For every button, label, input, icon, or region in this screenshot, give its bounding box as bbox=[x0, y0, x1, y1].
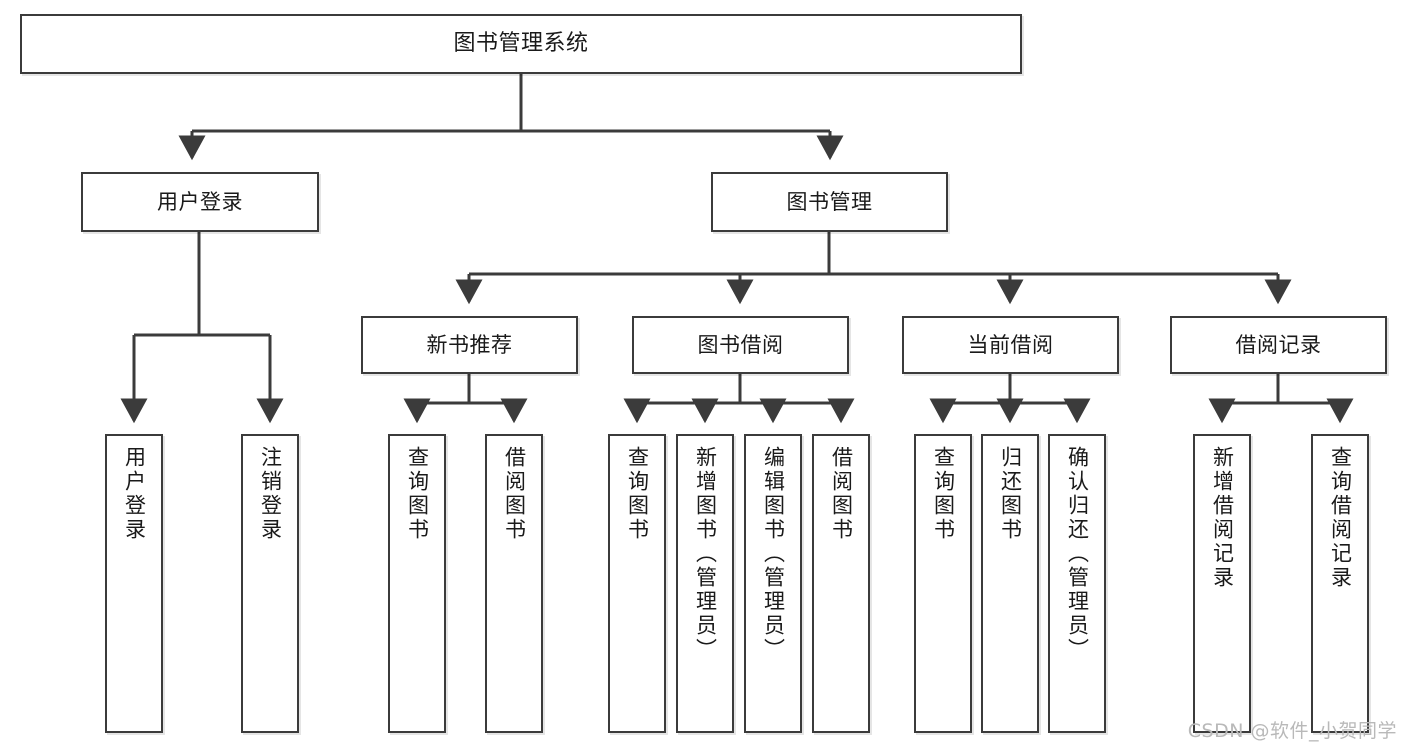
node-borrow-record[interactable]: 借阅记录 bbox=[1170, 316, 1387, 374]
leaf-new-book-borrow[interactable]: 借阅图书 bbox=[485, 434, 543, 733]
node-label: 图书管理系统 bbox=[453, 31, 589, 57]
leaf-current-borrow-query[interactable]: 查询图书 bbox=[914, 434, 972, 733]
node-label: 查询图书 bbox=[931, 446, 956, 542]
leaf-borrow-record-query[interactable]: 查询借阅记录 bbox=[1311, 434, 1369, 733]
leaf-borrow-record-add[interactable]: 新增借阅记录 bbox=[1193, 434, 1251, 733]
leaf-book-borrow-query[interactable]: 查询图书 bbox=[608, 434, 666, 733]
leaf-book-borrow-edit[interactable]: 编辑图书（管理员） bbox=[744, 434, 802, 733]
node-label: 借阅图书 bbox=[502, 446, 527, 542]
node-book-management[interactable]: 图书管理 bbox=[711, 172, 948, 232]
node-label: 借阅图书 bbox=[829, 446, 854, 542]
leaf-current-borrow-confirm-return[interactable]: 确认归还（管理员） bbox=[1048, 434, 1106, 733]
node-root-system[interactable]: 图书管理系统 bbox=[20, 14, 1022, 74]
node-label: 确认归还（管理员） bbox=[1065, 446, 1090, 662]
node-current-borrow[interactable]: 当前借阅 bbox=[902, 316, 1119, 374]
watermark: CSDN @软件_小贺同学 bbox=[1187, 720, 1397, 742]
leaf-new-book-query[interactable]: 查询图书 bbox=[388, 434, 446, 733]
leaf-user-login-logout[interactable]: 注销登录 bbox=[241, 434, 299, 733]
node-new-book-recommend[interactable]: 新书推荐 bbox=[361, 316, 578, 374]
node-label: 查询借阅记录 bbox=[1328, 446, 1353, 590]
node-label: 查询图书 bbox=[625, 446, 650, 542]
node-label: 新增图书（管理员） bbox=[693, 446, 718, 662]
node-user-login[interactable]: 用户登录 bbox=[81, 172, 319, 232]
node-label: 借阅记录 bbox=[1235, 332, 1322, 357]
node-label: 归还图书 bbox=[998, 446, 1023, 542]
node-label: 编辑图书（管理员） bbox=[761, 446, 786, 662]
node-label: 图书管理 bbox=[786, 189, 873, 214]
node-book-borrow[interactable]: 图书借阅 bbox=[632, 316, 849, 374]
node-label: 查询图书 bbox=[405, 446, 430, 542]
node-label: 注销登录 bbox=[258, 446, 283, 542]
node-label: 用户登录 bbox=[157, 189, 243, 214]
leaf-book-borrow-borrow[interactable]: 借阅图书 bbox=[812, 434, 870, 733]
node-label: 用户登录 bbox=[122, 446, 147, 542]
leaf-user-login-login[interactable]: 用户登录 bbox=[105, 434, 163, 733]
node-label: 当前借阅 bbox=[967, 332, 1054, 357]
node-label: 新书推荐 bbox=[426, 332, 513, 357]
node-label: 图书借阅 bbox=[697, 332, 784, 357]
leaf-book-borrow-add[interactable]: 新增图书（管理员） bbox=[676, 434, 734, 733]
node-label: 新增借阅记录 bbox=[1210, 446, 1235, 590]
leaf-current-borrow-return[interactable]: 归还图书 bbox=[981, 434, 1039, 733]
